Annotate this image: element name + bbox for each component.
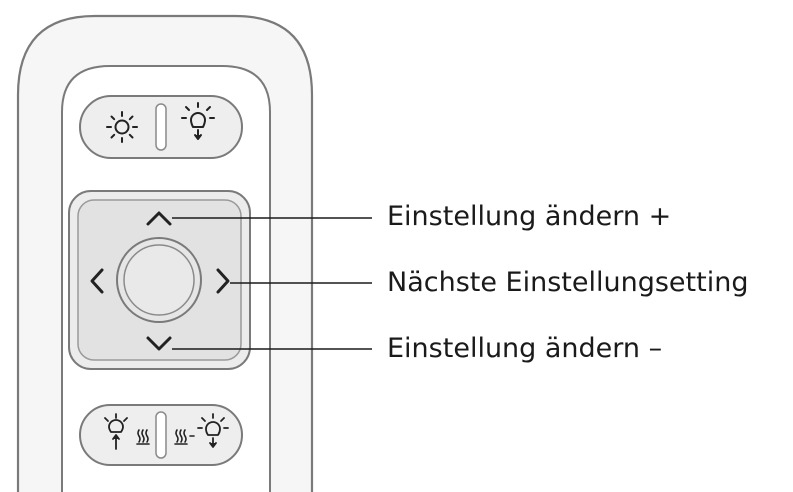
lamp-down-icon[interactable]	[181, 102, 215, 140]
chevron-right-icon[interactable]	[216, 268, 230, 294]
dpad-center-button[interactable]	[123, 244, 195, 316]
brightness-sun-icon[interactable]	[106, 111, 138, 143]
dpad-group	[68, 190, 251, 370]
bottom-button-group	[79, 404, 243, 466]
chevron-down-icon[interactable]	[146, 336, 172, 351]
label-change-setting-minus: Einstellung ändern –	[387, 333, 663, 364]
lamp-up-heat-icon[interactable]	[104, 413, 150, 450]
chevron-left-icon[interactable]	[90, 268, 104, 294]
label-change-setting-plus: Einstellung ändern +	[387, 201, 672, 232]
heat-lamp-down-icon[interactable]	[174, 413, 229, 448]
label-next-setting: Nächste Einstellungsetting	[387, 267, 749, 298]
top-button-group	[79, 95, 243, 159]
chevron-up-icon[interactable]	[146, 211, 172, 226]
top-button-divider	[155, 103, 167, 151]
bottom-button-divider	[155, 411, 167, 459]
